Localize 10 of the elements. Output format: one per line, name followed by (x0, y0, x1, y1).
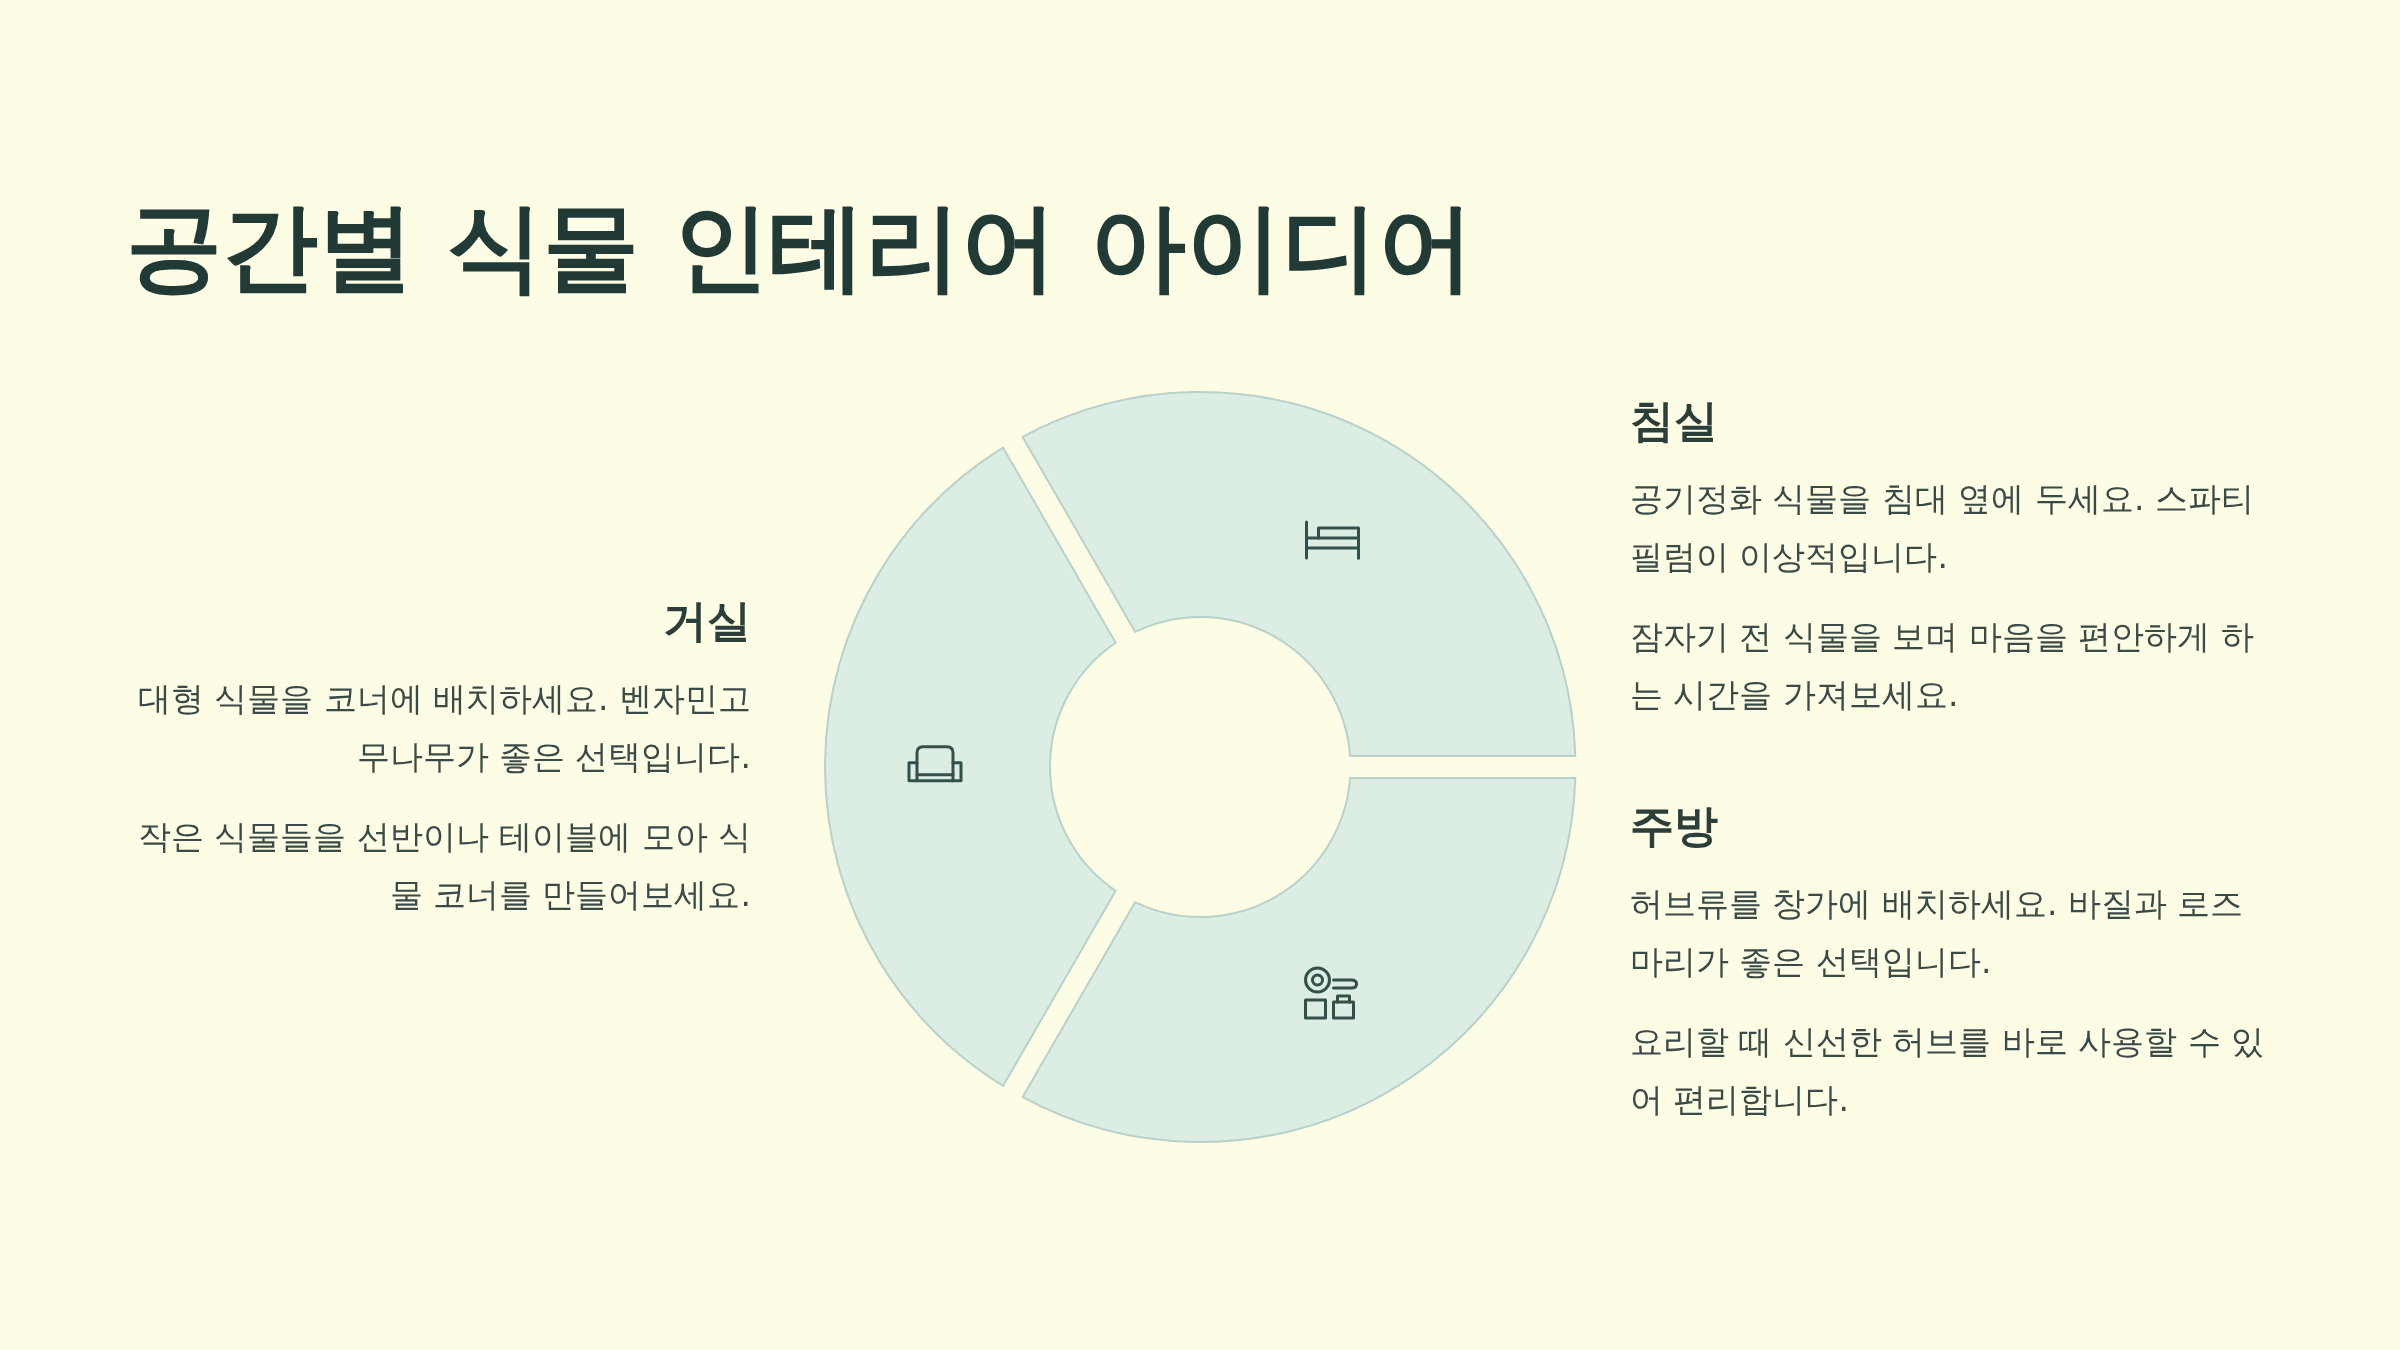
paragraph: 공기정화 식물을 침대 옆에 두세요. 스파티필럼이 이상적입니다. (1630, 477, 2255, 578)
paragraph: 잠자기 전 식물을 보며 마음을 편안하게 하는 시간을 가져보세요. (1630, 615, 2255, 716)
paragraph: 허브류를 창가에 배치하세요. 바질과 로즈마리가 좋은 선택입니다. (1630, 882, 2245, 983)
paragraph: 작은 식물들을 선반이나 테이블에 모아 식물 코너를 만들어보세요. (136, 815, 751, 916)
heading: 주방 (1630, 800, 1719, 853)
heading: 침실 (1630, 395, 1719, 448)
paragraph: 대형 식물을 코너에 배치하세요. 벤자민고무나무가 좋은 선택입니다. (136, 677, 751, 778)
paragraph: 요리할 때 신선한 허브를 바로 사용할 수 있어 편리합니다. (1630, 1020, 2266, 1121)
heading: 거실 (662, 595, 751, 648)
title: 공간별 식물 인테리어 아이디어 (126, 195, 1475, 301)
